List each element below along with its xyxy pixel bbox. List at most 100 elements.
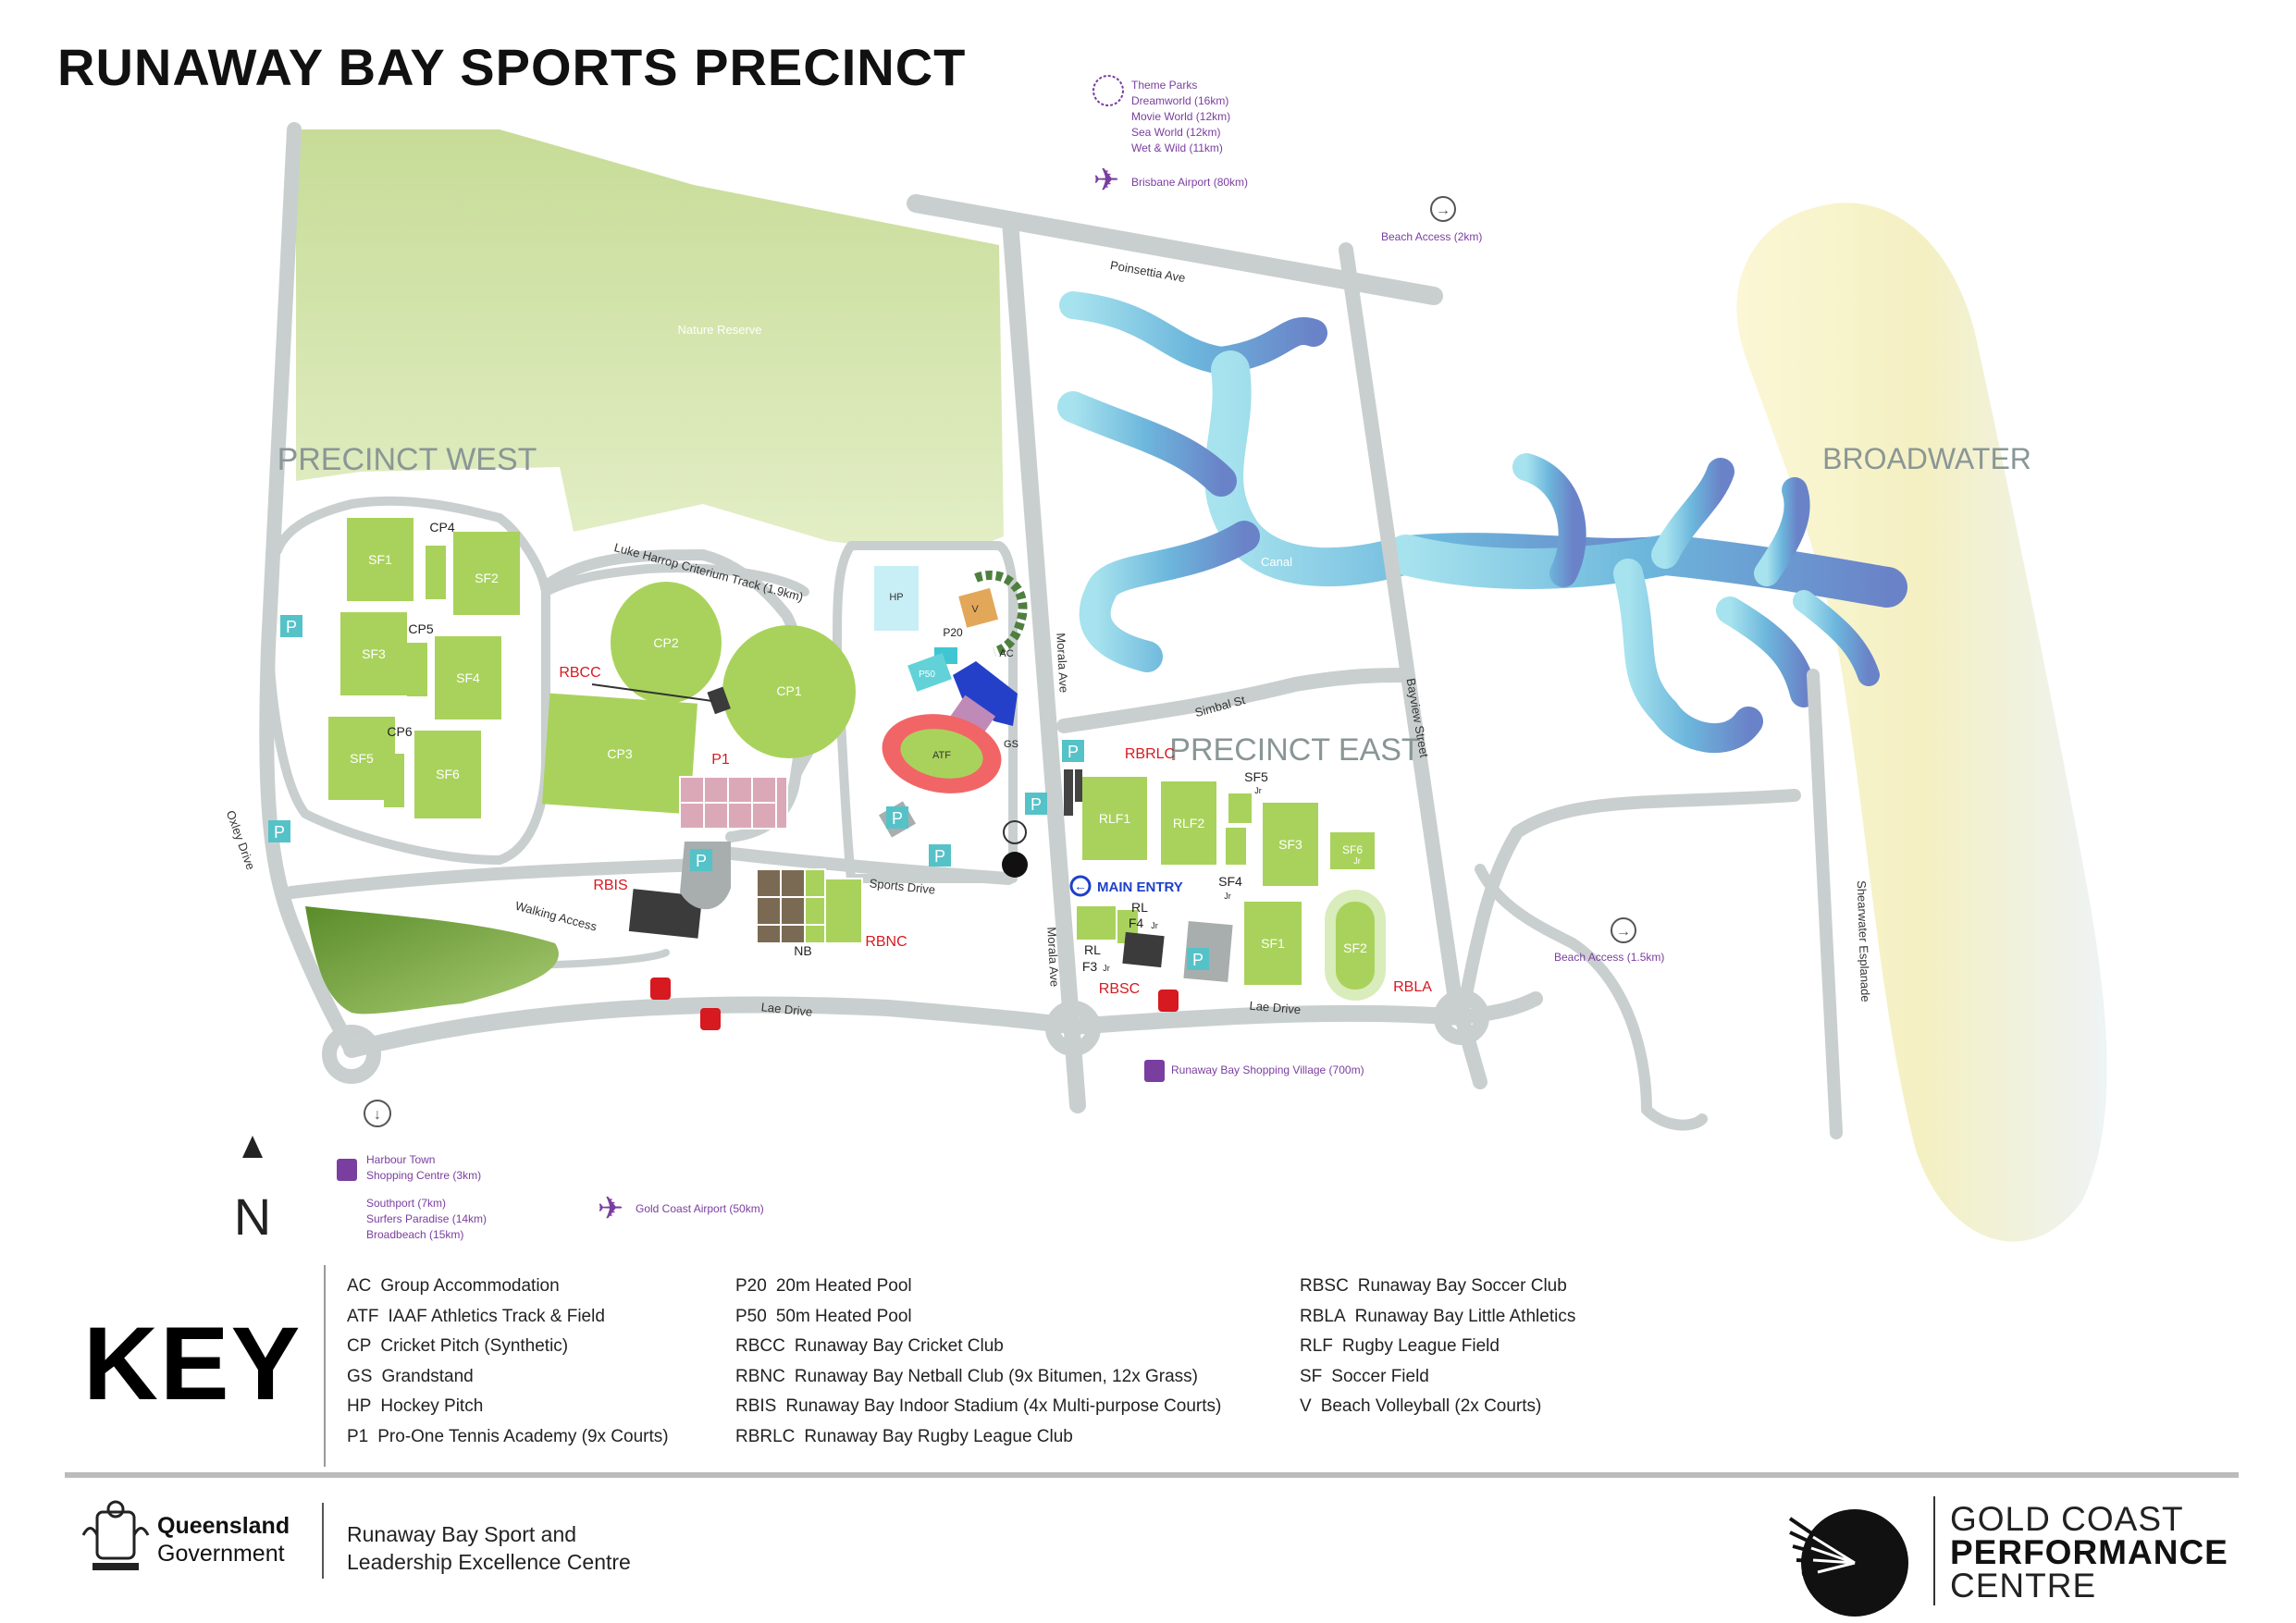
sf6-jr-label: Jr [1353,856,1361,866]
sf5-west-label: SF5 [350,751,374,766]
sea-world-label: Sea World (12km) [1131,126,1220,139]
rbrlc-building-1 [1064,769,1073,816]
arrow-down-icon: ↓ [374,1107,381,1123]
ferris-wheel-icon [1092,75,1124,106]
rbcc-pointer [591,683,713,702]
rlf1-field [1082,777,1147,860]
cp1-label: CP1 [776,683,801,698]
surfers-paradise-label: Surfers Paradise (14km) [366,1212,487,1225]
v-label: V [971,604,979,615]
sf1-east-field [1244,902,1302,985]
parking-sign[interactable]: P [268,820,290,842]
small-labels: CP4 CP5 CP6 P20 AC GS SF5 SF4 Jr Jr Jr N… [387,520,1360,974]
p50-label: P50 [919,670,935,680]
gold-coast-performance-logo-icon [1788,1509,1908,1617]
beach-volleyball [958,587,999,628]
harbour-town-distance-label: Shopping Centre (3km) [366,1169,481,1182]
p1-label: P1 [711,752,730,768]
cp2-label: CP2 [653,635,678,650]
key-desc: Group Accommodation [380,1276,560,1296]
parking-sign[interactable]: P [886,806,908,829]
parking-sign[interactable]: P [1062,740,1084,762]
shearwater-esplanade-label: Shearwater Esplanade [1855,880,1873,1002]
rlf1-label: RLF1 [1099,811,1130,826]
rl-f4-jr-label: Jr [1151,921,1158,930]
key-code: P50 [735,1306,767,1326]
svg-text:P: P [274,823,285,842]
cp1-oval [722,625,856,758]
parking-sign[interactable]: P [929,844,951,867]
cp5-pitch [407,643,427,696]
destinations: Theme Parks Dreamworld (16km) Movie Worl… [366,79,1664,1241]
qld-name: Queensland [157,1513,290,1539]
rl-f3b-label: F3 [1082,959,1098,974]
bus-icon [700,1008,721,1030]
key-code: RBSC [1300,1276,1349,1296]
rbrlc-label: RBRLC [1125,746,1175,762]
key-code: RBLA [1300,1306,1346,1326]
key-divider [324,1265,326,1467]
sf5-jr-label: Jr [1254,786,1262,795]
volleyball-seating [974,570,1028,657]
field-labels: SF1 SF2 SF3 SF4 SF5 SF6 CP3 CP2 CP1 HP V… [350,552,1367,955]
p50-pool [907,653,952,692]
beach-access-1-5km-label: Beach Access (1.5km) [1554,951,1664,964]
morala-ave-north-label: Morala Ave [1054,633,1070,693]
nature-reserve [296,129,1004,550]
queensland-crest-icon [81,1500,150,1570]
arrow-left-icon: ← [1074,879,1087,893]
rl-f4-label: RL [1131,900,1148,915]
key-code: RBRLC [735,1426,796,1446]
sf4-west-field [435,636,501,719]
key-code: P1 [347,1426,369,1446]
rbsc-building [1122,931,1165,968]
gc-line-2: PERFORMANCE [1950,1533,2228,1571]
p1-tennis-courts [679,776,788,830]
svg-text:P: P [286,618,297,636]
cp3-field [542,693,697,815]
key-desc: Runaway Bay Little Athletics [1354,1306,1576,1326]
key-desc: Runaway Bay Netball Club (9x Bitumen, 12… [794,1366,1198,1386]
theme-parks-label: Theme Parks [1131,79,1197,92]
svg-text:P: P [1068,743,1079,761]
key-code: HP [347,1396,372,1417]
cp6-pitch [384,754,404,807]
east-fields [1077,777,1375,985]
sf5-east-label: SF5 [1244,769,1268,784]
gcpc-logo-icon [1002,852,1028,878]
main-entry-icon[interactable] [1069,875,1092,897]
rbis-building [628,889,703,939]
atf-infield [900,729,983,779]
poinsettia-ave-label: Poinsettia Ave [1109,258,1187,285]
rl-f3-jr-label: Jr [1103,964,1110,973]
key-desc: Cricket Pitch (Synthetic) [380,1336,569,1357]
main-entry-label[interactable]: MAIN ENTRY [1097,879,1183,895]
sf4-east-field [1226,828,1246,865]
canal-label: Canal [1261,555,1292,569]
key-code: V [1300,1396,1312,1417]
page-title: RUNAWAY BAY SPORTS PRECINCT [57,38,967,96]
shopping-bag-icon [337,1159,357,1181]
key-desc: Grandstand [381,1366,474,1386]
parking-sign[interactable]: P [690,849,712,871]
bus-icon [1158,990,1179,1012]
parking-sign[interactable]: P [280,615,302,637]
key-code: ATF [347,1306,379,1326]
key-desc: Beach Volleyball (2x Courts) [1320,1396,1542,1417]
parking-sign[interactable]: P [1025,793,1047,815]
sf2-east-label: SF2 [1343,941,1367,955]
parking-sign[interactable]: P [1187,948,1209,970]
club-labels: RBCC P1 RBIS RBNC RBRLC RBSC RBLA [559,665,1432,997]
